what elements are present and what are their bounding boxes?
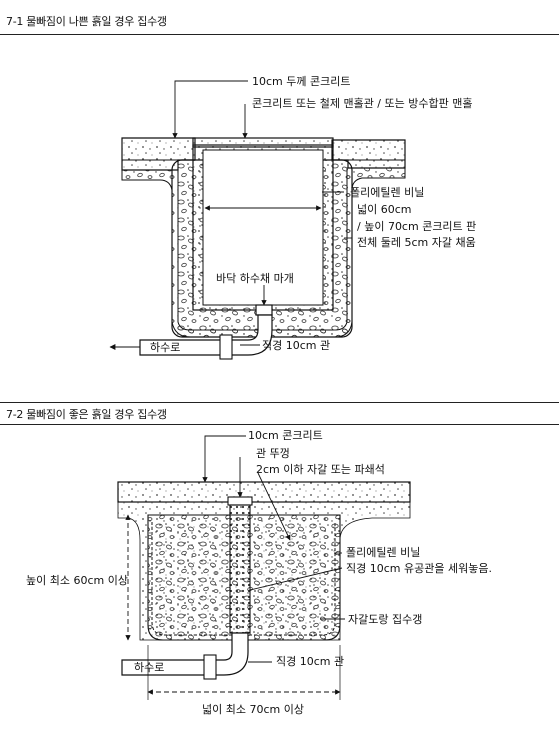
vinyl-lining	[151, 522, 336, 636]
section-2-rule	[0, 424, 559, 425]
section-2-top-rule	[0, 402, 559, 403]
label-height: 높이 최소 60cm 이상	[26, 574, 128, 587]
section-1-title: 7-1 물빠짐이 나쁜 흙일 경우 집수갱	[6, 15, 167, 28]
figure-2: 10cm 콘크리트 관 뚜껑 2cm 이하 자갈 또는 파쇄석 폴리에틸렌 비닐…	[26, 429, 492, 716]
label-pipe: 직경 10cm 관	[276, 655, 344, 668]
label-height: / 높이 70cm 콘크리트 판	[357, 220, 476, 233]
label-pit: 자갈도랑 집수갱	[348, 612, 422, 626]
perforated-pipe	[229, 504, 251, 634]
label-concrete-cover: 콘크리트 또는 철제 맨홀관 / 또는 방수합판 맨홀	[252, 97, 472, 110]
section-1-rule	[0, 34, 559, 35]
label-gravel: 2cm 이하 자갈 또는 파쇄석	[256, 462, 385, 476]
lid	[227, 496, 253, 506]
label-sewer: 하수로	[134, 660, 164, 674]
label-pipe: 직경 10cm 관	[262, 339, 330, 352]
label-concrete-10cm: 10cm 두께 콘크리트	[252, 75, 350, 88]
label-concrete: 10cm 콘크리트	[248, 429, 323, 442]
label-gravel: 전체 둘레 5cm 자갈 채움	[357, 235, 476, 249]
section-2-title: 7-2 물빠짐이 좋은 흙일 경우 집수갱	[6, 408, 167, 421]
label-width: 넓이 최소 70cm 이상	[202, 703, 304, 716]
figure-1: 10cm 두께 콘크리트 콘크리트 또는 철제 맨홀관 / 또는 방수합판 맨홀…	[109, 75, 476, 360]
label-vinyl: 폴리에틸렌 비닐	[346, 546, 420, 559]
manhole-cover	[192, 137, 334, 148]
label-perforated: 직경 10cm 유공관을 세워놓음.	[346, 562, 492, 575]
label-lid: 관 뚜껑	[256, 447, 290, 460]
drain-cap	[255, 304, 273, 316]
label-width: 넓이 60cm	[357, 203, 412, 216]
label-sewer: 하수로	[150, 340, 180, 354]
label-vinyl: 폴리에틸렌 비닐	[350, 186, 424, 199]
label-cap: 바닥 하수채 마개	[216, 271, 294, 285]
